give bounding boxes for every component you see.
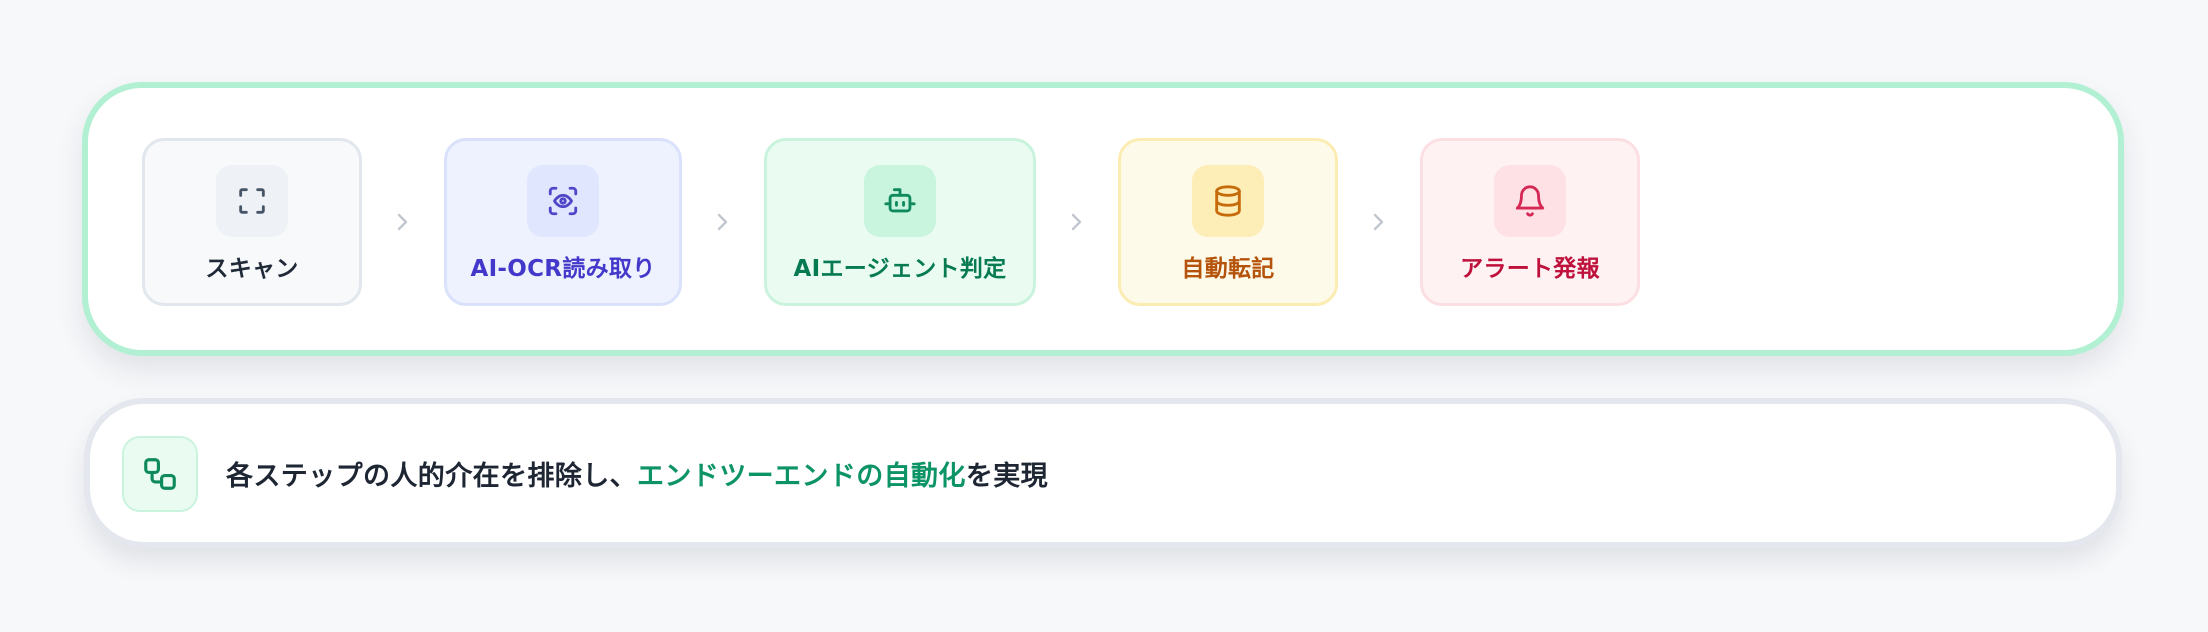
step-auto-post: 自動転記 <box>1118 138 1338 306</box>
step-label-ai-ocr: AI-OCR読み取り <box>470 256 656 282</box>
step-label-scan: スキャン <box>205 256 299 282</box>
summary-text-after: を実現 <box>965 460 1049 492</box>
robot-icon <box>864 165 936 237</box>
step-alert: アラート発報 <box>1420 138 1640 306</box>
database-icon <box>1192 165 1264 237</box>
summary-text-highlight: エンドツーエンドの自動化 <box>637 460 966 492</box>
chevron-right-icon <box>362 209 444 235</box>
summary-card: 各ステップの人的介在を排除し、エンドツーエンドの自動化を実現 <box>84 398 2122 548</box>
pipeline-steps: スキャン AI-OCR読み取り <box>142 138 1640 306</box>
step-label-ai-agent: AIエージェント判定 <box>793 256 1007 282</box>
summary-text: 各ステップの人的介在を排除し、エンドツーエンドの自動化を実現 <box>226 404 1048 542</box>
chevron-right-icon <box>1338 209 1420 235</box>
chevron-right-icon <box>1036 209 1118 235</box>
summary-text-before: 各ステップの人的介在を排除し、 <box>226 460 637 492</box>
step-label-auto-post: 自動転記 <box>1181 256 1275 282</box>
step-label-alert: アラート発報 <box>1460 256 1600 282</box>
step-ai-ocr: AI-OCR読み取り <box>444 138 682 306</box>
step-scan: スキャン <box>142 138 362 306</box>
chevron-right-icon <box>682 209 764 235</box>
pipeline-card: スキャン AI-OCR読み取り <box>82 82 2124 356</box>
scan-icon <box>216 165 288 237</box>
workflow-icon <box>122 436 198 512</box>
eye-scan-icon <box>527 165 599 237</box>
bell-icon <box>1494 165 1566 237</box>
step-ai-agent: AIエージェント判定 <box>764 138 1036 306</box>
